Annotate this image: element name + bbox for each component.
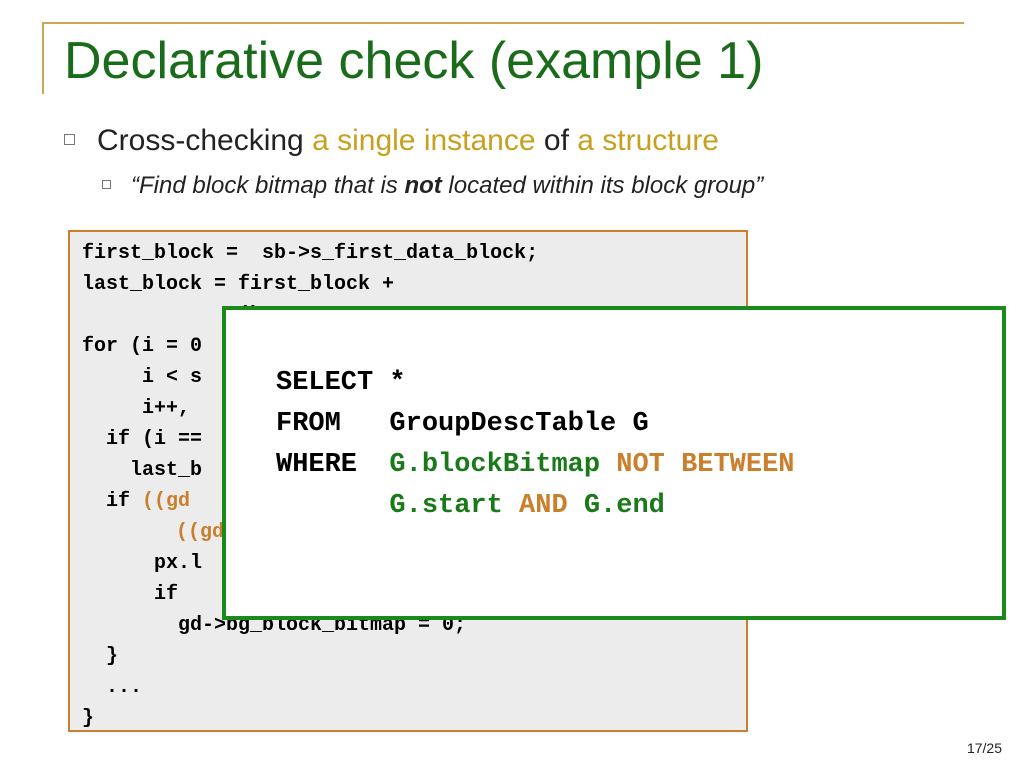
code-line: last_b xyxy=(82,459,203,482)
code-line: i++, xyxy=(82,397,191,420)
code-line: for (i = 0 xyxy=(82,335,203,358)
sql-line: SELECT * xyxy=(276,370,406,397)
page-number: 17/25 xyxy=(966,740,1002,756)
sql-line: FROM GroupDescTable G xyxy=(276,411,649,438)
code-line: last_block = first_block + xyxy=(82,273,395,296)
bullet1-highlight-b: a structure xyxy=(577,124,719,157)
bullet1-highlight-a: a single instance xyxy=(312,124,536,157)
sql-text-green: G.start xyxy=(276,491,520,521)
bullet-square-icon xyxy=(102,180,111,190)
code-line: px.l xyxy=(82,552,203,575)
code-line: gd->bg_block_bitmap = 0; xyxy=(82,614,467,637)
sql-operator: AND xyxy=(519,491,568,521)
code-line: } xyxy=(82,707,95,730)
code-line: if (i == xyxy=(82,428,203,451)
slide-title: Declarative check (example 1) xyxy=(64,32,764,90)
sql-operator: NOT BETWEEN xyxy=(616,450,795,480)
code-line: ((gd xyxy=(176,521,225,544)
sql-keyword: FROM xyxy=(276,409,341,439)
bullet-square-icon xyxy=(64,133,75,145)
bullet1-text-b: of xyxy=(535,124,578,157)
code-fragment: if xyxy=(82,490,143,513)
code-line: first_block = sb->s_first_data_block; xyxy=(82,242,539,265)
code-fragment-highlight: ((gd xyxy=(142,490,191,513)
frame-left-rule xyxy=(42,22,44,94)
bullet1-text-a: Cross-checking xyxy=(97,124,313,157)
bullet2-text-b: located within its block group” xyxy=(441,172,764,199)
sql-text: * xyxy=(373,368,406,398)
sql-text-green: G.end xyxy=(567,491,665,521)
bullet2-text-a: “Find block bitmap that is xyxy=(131,172,405,199)
frame-top-rule xyxy=(42,22,964,24)
sql-line: WHERE G.blockBitmap NOT BETWEEN xyxy=(276,452,795,479)
code-line: ... xyxy=(82,676,143,699)
bullet2-emphasis: not xyxy=(404,172,442,199)
code-line: if xyxy=(82,583,179,606)
code-line: if ((gd xyxy=(82,492,190,512)
code-line: i < s xyxy=(82,366,203,389)
code-line: } xyxy=(82,645,119,668)
bullet-level2: “Find block bitmap that is not located w… xyxy=(102,172,763,200)
bullet-level1: Cross-checking a single instance of a st… xyxy=(64,124,719,158)
sql-keyword: WHERE xyxy=(276,450,358,480)
sql-query-box: SELECT * FROM GroupDescTable G WHERE G.b… xyxy=(222,306,1006,620)
sql-text-green: G.blockBitmap xyxy=(357,450,617,480)
sql-text: GroupDescTable G xyxy=(340,409,649,439)
sql-keyword: SELECT xyxy=(276,368,374,398)
sql-line: G.start AND G.end xyxy=(276,491,665,521)
